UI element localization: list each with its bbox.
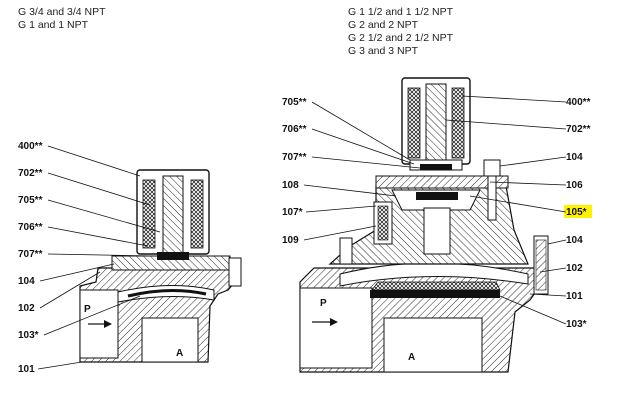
small-label-102: 102 xyxy=(18,303,35,314)
large-label-104-top: 104 xyxy=(566,152,583,163)
small-outlet-port-label: A xyxy=(176,348,183,359)
large-label-400: 400** xyxy=(566,97,591,108)
large-label-705: 705** xyxy=(282,97,307,108)
large-valve-size-3: G 2 1/2 and 2 1/2 NPT xyxy=(348,32,454,44)
large-label-102: 102 xyxy=(566,263,583,274)
large-valve-left-callouts: 705** 706** 707** 108 107* 109 xyxy=(282,97,421,246)
small-label-103: 103* xyxy=(18,330,39,341)
large-label-103: 103* xyxy=(566,319,587,330)
large-label-105-highlighted: 105* xyxy=(566,207,587,218)
large-valve-right-callouts: 400** 702** 104 106 105* 104 102 101 103… xyxy=(445,95,592,330)
small-inlet-port-label: P xyxy=(84,304,91,315)
small-label-702: 702** xyxy=(18,168,43,179)
large-label-107: 107* xyxy=(282,207,303,218)
small-valve-drawing xyxy=(79,169,242,363)
large-label-108: 108 xyxy=(282,180,299,191)
small-label-706: 706** xyxy=(18,222,43,233)
large-label-702: 702** xyxy=(566,124,591,135)
large-valve-size-1: G 1 1/2 and 1 1/2 NPT xyxy=(348,6,454,18)
small-label-104: 104 xyxy=(18,276,35,287)
small-label-705: 705** xyxy=(18,195,43,206)
large-valve-size-2: G 2 and 2 NPT xyxy=(348,19,419,31)
large-label-109: 109 xyxy=(282,235,299,246)
small-valve-size-2: G 1 and 1 NPT xyxy=(18,19,89,31)
large-label-101: 101 xyxy=(566,291,583,302)
large-valve-drawing xyxy=(299,77,549,373)
small-label-101: 101 xyxy=(18,364,35,375)
highlight-marker xyxy=(564,205,592,218)
small-valve-callouts: 400** 702** 705** 706** 707** 104 102 10… xyxy=(18,141,161,375)
small-label-400: 400** xyxy=(18,141,43,152)
small-label-707: 707** xyxy=(18,249,43,260)
large-label-104-bottom: 104 xyxy=(566,235,583,246)
large-label-106: 106 xyxy=(566,180,583,191)
large-label-707: 707** xyxy=(282,152,307,163)
small-valve-size-1: G 3/4 and 3/4 NPT xyxy=(18,6,106,18)
large-valve-size-4: G 3 and 3 NPT xyxy=(348,45,419,57)
large-inlet-port-label: P xyxy=(320,298,327,309)
large-outlet-port-label: A xyxy=(408,352,415,363)
large-label-706: 706** xyxy=(282,124,307,135)
